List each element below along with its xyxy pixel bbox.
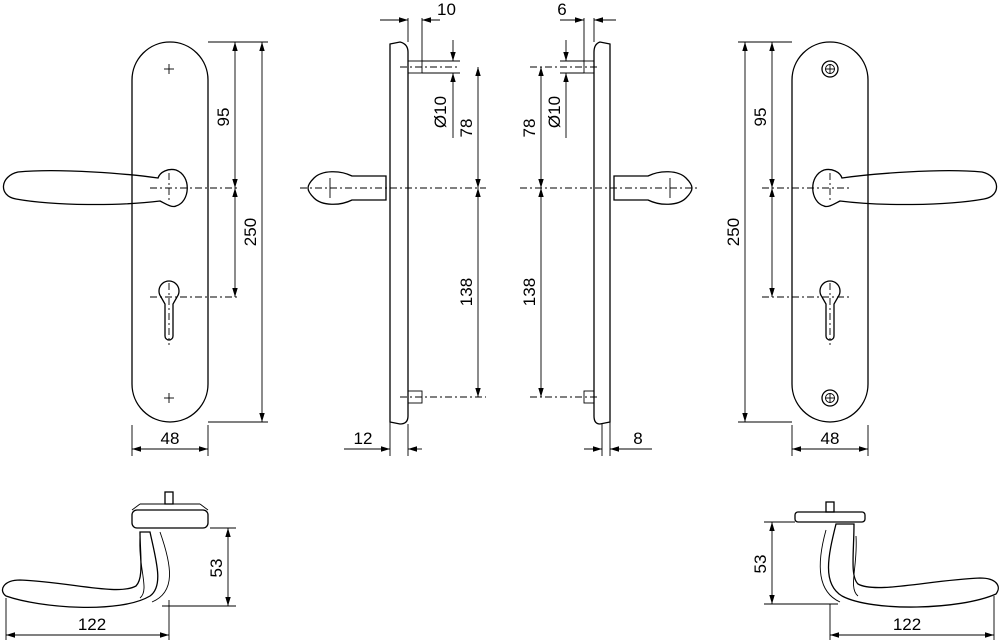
dim-label-handle-length: 122 <box>78 615 106 634</box>
screw-head-bottom <box>821 389 839 407</box>
dim-label-thickness: 8 <box>633 429 642 448</box>
screw-head-top <box>821 60 839 78</box>
dim-label-total-height: 250 <box>241 218 260 246</box>
keyhole-cylinder <box>158 280 180 341</box>
backplate-side-profile <box>389 41 409 425</box>
backplate-side-profile <box>593 41 611 425</box>
dim-label-top-to-spindle: 95 <box>751 108 770 127</box>
dim-label-spindle-to-bottom-screw: 138 <box>520 278 539 306</box>
keyhole-cylinder <box>819 280 841 341</box>
front-view-right: 95 250 48 <box>724 41 998 456</box>
dim-label-top-to-spindle: 95 <box>214 108 233 127</box>
dim-label-screw-offset: 10 <box>437 0 456 19</box>
dim-label-handle-length: 122 <box>893 615 921 634</box>
dim-label-total-height: 250 <box>724 218 743 246</box>
dim-label-spindle-to-top-screw: 78 <box>520 119 539 138</box>
screw-hole-top <box>164 64 174 74</box>
spindle-stub <box>164 491 174 505</box>
dim-label-screw-diameter: Ø10 <box>545 96 564 128</box>
rose-plate <box>794 511 866 523</box>
dim-label-width: 48 <box>161 429 180 448</box>
rose-plate <box>131 509 209 529</box>
side-view-right: 6 Ø10 78 138 8 <box>520 0 700 456</box>
top-view-left: 53 122 <box>1 491 236 640</box>
backplate-outline <box>131 41 209 423</box>
dim-label-spindle-to-top-screw: 78 <box>457 119 476 138</box>
lever-handle <box>812 168 998 208</box>
spindle-stub <box>825 501 835 513</box>
dim-label-screw-offset: 6 <box>557 0 566 19</box>
dim-label-handle-projection: 53 <box>751 555 770 574</box>
dim-label-screw-diameter: Ø10 <box>431 96 450 128</box>
lever-top-profile <box>1 531 159 609</box>
backplate-outline <box>791 41 869 423</box>
lever-side-profile <box>307 171 387 205</box>
dim-label-handle-projection: 53 <box>207 559 226 578</box>
front-view-left: 95 250 48 <box>2 41 268 456</box>
side-view-left: 10 Ø10 78 138 12 <box>300 0 486 456</box>
lever-side-profile <box>613 171 693 205</box>
screw-hole-bottom <box>164 393 174 403</box>
dim-label-width: 48 <box>821 429 840 448</box>
lever-top-profile <box>827 523 999 608</box>
top-view-right: 53 122 <box>751 501 999 640</box>
dim-label-spindle-to-bottom-screw: 138 <box>457 278 476 306</box>
dim-label-thickness: 12 <box>354 429 373 448</box>
lever-handle <box>2 168 188 208</box>
